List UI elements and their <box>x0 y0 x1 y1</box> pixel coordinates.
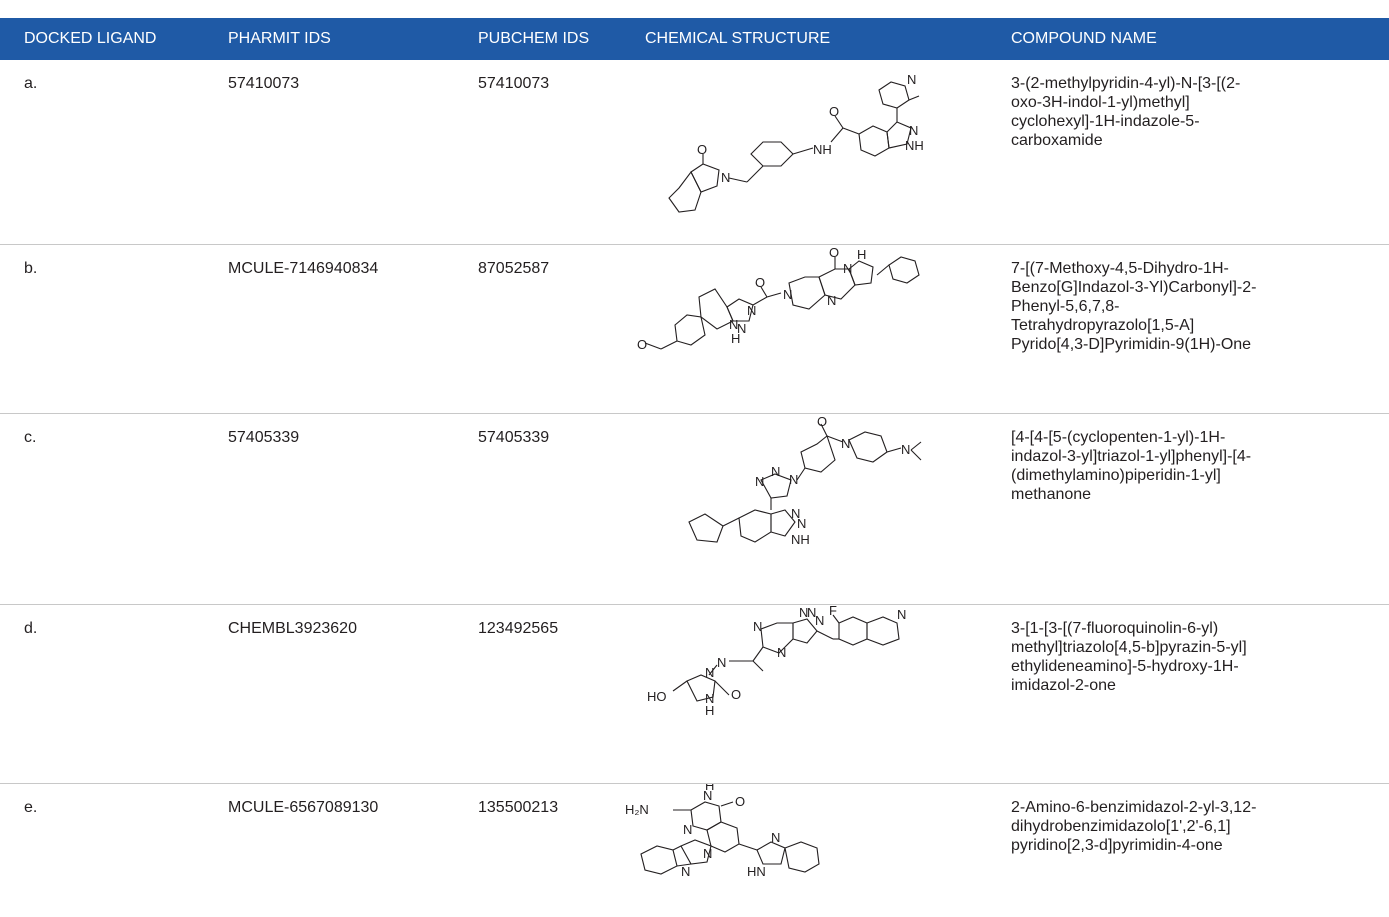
structure-e-drawing: H₂N N H O N N N N HN <box>621 784 987 903</box>
atom-label: N <box>789 472 798 487</box>
pharmit-id: CHEMBL3923620 <box>204 605 454 784</box>
table-row: c. 57405339 57405339 <box>0 414 1389 605</box>
atom-label: N <box>797 516 806 531</box>
atom-label: N <box>681 864 690 879</box>
header-pharmit-ids: PHARMIT IDS <box>204 18 454 60</box>
chemical-structure: N N N F N N N N N O HO N H <box>621 605 987 784</box>
ligand-label: e. <box>0 784 204 917</box>
atom-label: N <box>753 619 762 634</box>
atom-label: O <box>731 687 741 702</box>
atom-label: N <box>721 170 730 185</box>
chemical-structure: N N NH O NH O N <box>621 60 987 245</box>
compound-name: 7-[(7-Methoxy-4,5-Dihydro-1H- Benzo[G]In… <box>987 245 1389 414</box>
structure-c-drawing: O N N N N N N N NH <box>621 414 987 590</box>
atom-label: O <box>817 414 827 429</box>
atom-label: N <box>771 830 780 845</box>
structure-a-drawing: N N NH O NH O N <box>621 60 987 244</box>
atom-label: HO <box>647 689 667 704</box>
pharmit-id: 57405339 <box>204 414 454 605</box>
structure-b-drawing: O N H N N N N O N H O <box>621 245 987 399</box>
pharmit-id: 57410073 <box>204 60 454 245</box>
table-row: b. MCULE-7146940834 87052587 <box>0 245 1389 414</box>
atom-label: N <box>717 655 726 670</box>
ligand-label: c. <box>0 414 204 605</box>
atom-label: N <box>755 474 764 489</box>
atom-label: N <box>841 436 850 451</box>
atom-label: HN <box>747 864 766 879</box>
table-row: a. 57410073 57410073 <box>0 60 1389 245</box>
atom-label: N <box>909 123 918 138</box>
atom-label: N <box>729 317 738 332</box>
chemical-structure: O N N N N N N N NH <box>621 414 987 605</box>
header-docked-ligand: DOCKED LIGAND <box>0 18 204 60</box>
atom-label: N <box>897 607 906 622</box>
compound-name: [4-[4-[5-(cyclopenten-1-yl)-1H- indazol-… <box>987 414 1389 605</box>
pubchem-id: 87052587 <box>454 245 621 414</box>
chemical-structure: H₂N N H O N N N N HN <box>621 784 987 917</box>
atom-label: N <box>901 442 910 457</box>
ligand-label: d. <box>0 605 204 784</box>
pharmit-id: MCULE-7146940834 <box>204 245 454 414</box>
pubchem-id: 123492565 <box>454 605 621 784</box>
atom-label: O <box>829 104 839 119</box>
atom-label: O <box>755 275 765 290</box>
atom-label: N <box>799 605 808 620</box>
atom-label: O <box>697 142 707 157</box>
chemical-structure: O N H N N N N O N H O <box>621 245 987 414</box>
header-chemical-structure: CHEMICAL STRUCTURE <box>621 18 987 60</box>
atom-label: NH <box>813 142 832 157</box>
table-header-row: DOCKED LIGAND PHARMIT IDS PUBCHEM IDS CH… <box>0 18 1389 60</box>
table-row: e. MCULE-6567089130 135500213 <box>0 784 1389 917</box>
atom-label: F <box>829 605 837 618</box>
ligand-table: DOCKED LIGAND PHARMIT IDS PUBCHEM IDS CH… <box>0 18 1389 917</box>
atom-label: H <box>731 331 740 346</box>
atom-label: N <box>703 846 712 861</box>
header-compound-name: COMPOUND NAME <box>987 18 1389 60</box>
atom-label: N <box>683 822 692 837</box>
structure-d-drawing: N N N F N N N N N O HO N H <box>621 605 987 769</box>
compound-name: 3-(2-methylpyridin-4-yl)-N-[3-[(2- oxo-3… <box>987 60 1389 245</box>
atom-label: N <box>815 613 824 628</box>
pubchem-id: 135500213 <box>454 784 621 917</box>
atom-label: N <box>907 72 916 87</box>
ligand-label: a. <box>0 60 204 245</box>
atom-label: H <box>705 784 714 793</box>
atom-label: N <box>705 665 714 680</box>
atom-label: O <box>829 245 839 260</box>
atom-label: O <box>637 337 647 352</box>
atom-label: N <box>777 645 786 660</box>
pubchem-id: 57410073 <box>454 60 621 245</box>
pubchem-id: 57405339 <box>454 414 621 605</box>
atom-label: N <box>827 293 836 308</box>
table-row: d. CHEMBL3923620 123492565 <box>0 605 1389 784</box>
atom-label: N <box>843 261 852 276</box>
atom-label: H₂N <box>625 802 649 817</box>
atom-label: H <box>857 247 866 262</box>
atom-label: O <box>735 794 745 809</box>
atom-label: N <box>783 287 792 302</box>
ligand-label: b. <box>0 245 204 414</box>
atom-label: N <box>747 303 756 318</box>
atom-label: NH <box>905 138 924 153</box>
atom-label: NH <box>791 532 810 547</box>
atom-label: N <box>771 464 780 479</box>
pharmit-id: MCULE-6567089130 <box>204 784 454 917</box>
atom-label: H <box>705 703 714 718</box>
compound-name: 3-[1-[3-[(7-fluoroquinolin-6-yl) methyl]… <box>987 605 1389 784</box>
compound-name: 2-Amino-6-benzimidazol-2-yl-3,12- dihydr… <box>987 784 1389 917</box>
header-pubchem-ids: PUBCHEM IDS <box>454 18 621 60</box>
